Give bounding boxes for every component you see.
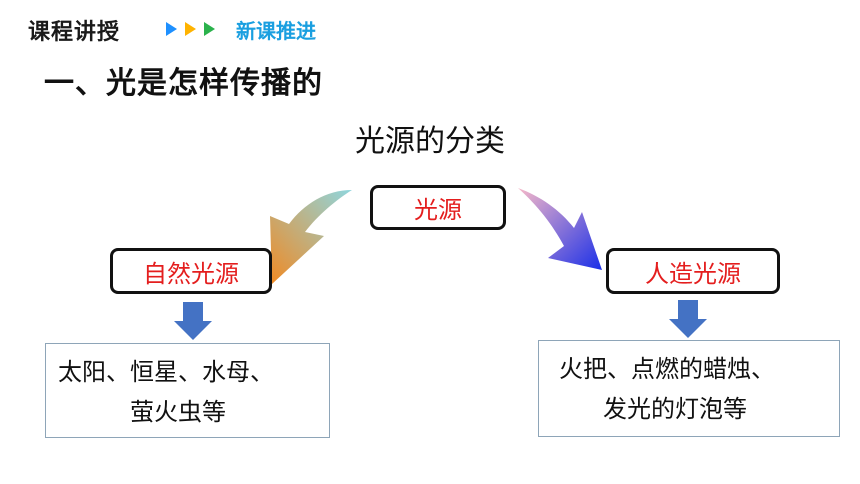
triangle-blue-icon <box>166 22 177 36</box>
down-arrow-right-icon <box>669 300 707 338</box>
node-natural-light-source: 自然光源 <box>110 248 272 294</box>
artificial-examples-line-1: 火把、点燃的蜡烛、 <box>559 355 775 383</box>
diagram-title: 光源的分类 <box>355 124 505 159</box>
section-title: 一、光是怎样传播的 <box>44 66 323 101</box>
node-artificial-light-source: 人造光源 <box>606 248 780 294</box>
curved-arrow-left-icon <box>270 190 352 284</box>
down-arrow-left-icon <box>174 302 212 340</box>
triangle-orange-icon <box>185 22 196 36</box>
curved-arrow-right-icon <box>518 188 602 270</box>
natural-light-label: 自然光源 <box>143 259 239 288</box>
artificial-examples-line-2: 发光的灯泡等 <box>603 395 747 423</box>
lesson-header-subtitle: 新课推进 <box>236 19 316 43</box>
artificial-examples-panel: 火把、点燃的蜡烛、 发光的灯泡等 <box>538 340 840 437</box>
natural-examples-line-1: 太阳、恒星、水母、 <box>58 358 274 386</box>
artificial-light-label: 人造光源 <box>645 259 741 288</box>
natural-examples-panel: 太阳、恒星、水母、 萤火虫等 <box>45 343 330 438</box>
natural-examples-line-2: 萤火虫等 <box>130 398 226 426</box>
lesson-header-title: 课程讲授 <box>28 20 121 45</box>
root-node-label: 光源 <box>414 196 462 224</box>
triangle-green-icon <box>204 22 215 36</box>
root-node-light-source: 光源 <box>370 185 506 230</box>
